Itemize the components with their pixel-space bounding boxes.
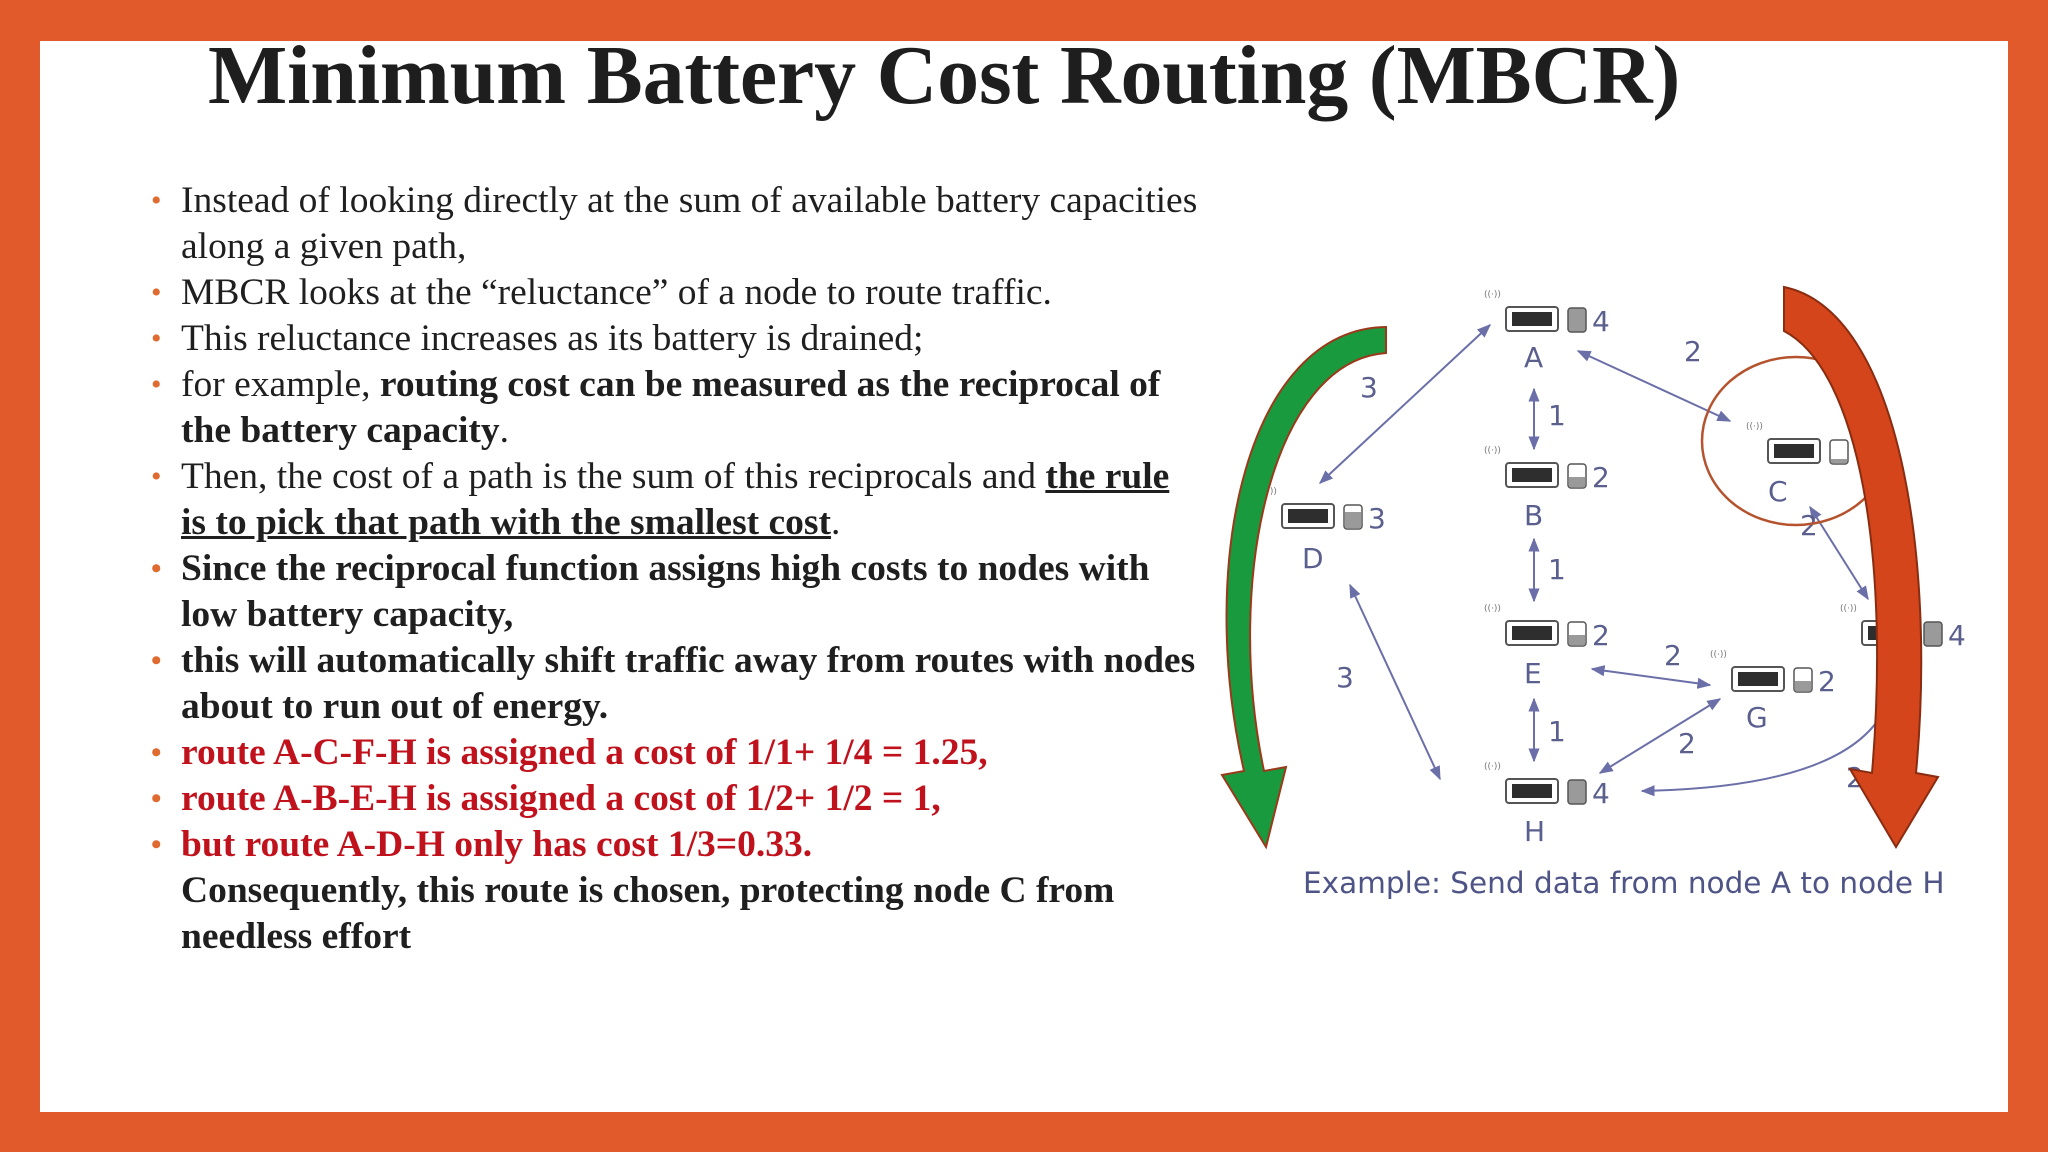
node-B-battery: 2 [1592, 461, 1610, 494]
bullet-text: MBCR looks at the “reluctance” of a node… [181, 272, 1052, 313]
bullet-text: Since the reciprocal function assigns hi… [181, 548, 1150, 635]
wifi-icon: ((·)) [1840, 604, 1857, 614]
bullet-item: • Instead of looking directly at the sum … [151, 178, 1201, 270]
bullet-item: • MBCR looks at the “reluctance” of a nod… [151, 270, 1201, 316]
bullet-icon: • [151, 276, 162, 309]
slide-title: Minimum Battery Cost Routing (MBCR) [208, 41, 1681, 122]
node-F-battery: 4 [1948, 619, 1966, 652]
battery-icon [1829, 439, 1849, 465]
node-D-label: D [1302, 542, 1324, 575]
bullet-icon: • [151, 736, 162, 769]
edge-lines [1318, 324, 1892, 797]
battery-icon [1923, 621, 1943, 647]
node-D: ((·)) 3 D [1260, 487, 1386, 575]
node-H-battery: 4 [1592, 777, 1610, 810]
bullet-icon: • [151, 552, 162, 585]
bullet-item: • route A-B-E-H is assigned a cost of 1/… [151, 776, 1201, 822]
weight-a-c: 2 [1684, 335, 1702, 368]
weight-a-b: 1 [1548, 399, 1566, 432]
node-A-label: A [1524, 341, 1543, 374]
weight-g-h: 2 [1678, 727, 1696, 760]
node-H-label: H [1524, 815, 1545, 848]
bullet-icon: • [151, 828, 162, 861]
diagram-caption: Example: Send data from node A to node H [1303, 866, 1945, 900]
node-B: ((·)) 2 B [1484, 446, 1610, 532]
node-A-battery: 4 [1592, 305, 1610, 338]
wifi-icon: ((·)) [1484, 446, 1501, 456]
node-E-label: E [1524, 657, 1542, 690]
bullet-item: • route A-C-F-H is assigned a cost of 1/1… [151, 730, 1201, 776]
node-G-battery: 2 [1818, 665, 1836, 698]
bullet-item: • this will automatically shift traffic a… [151, 638, 1201, 730]
wifi-icon: ((·)) [1484, 604, 1501, 614]
bullet-emphasis: the rule is to pick that path with the s… [181, 456, 1170, 543]
bullet-icon: • [151, 782, 162, 815]
bullet-text: route A-C-F-H is assigned a cost of 1/1+… [181, 732, 988, 773]
wifi-icon: ((·)) [1484, 762, 1501, 772]
bullet-text: but route A-D-H only has cost 1/3=0.33. [181, 824, 813, 865]
weight-b-e: 1 [1548, 553, 1566, 586]
bullet-item: • for example, routing cost can be measu… [151, 362, 1201, 454]
node-B-label: B [1524, 499, 1543, 532]
edge-g-h [1598, 698, 1722, 774]
bullet-icon: • [151, 322, 162, 355]
node-E-battery: 2 [1592, 619, 1610, 652]
bullet-text: this will automatically shift traffic aw… [181, 640, 1196, 727]
edge-a-d [1318, 324, 1492, 484]
slide: Minimum Battery Cost Routing (MBCR) • Ins… [40, 41, 2008, 1112]
bullet-item: •Consequently, this route is chosen, pro… [181, 868, 1201, 960]
bullet-item: • but route A-D-H only has cost 1/3=0.33… [151, 822, 1201, 868]
bullet-text: This reluctance increases as its battery… [181, 318, 924, 359]
battery-icon [1567, 779, 1587, 805]
bullet-icon: • [151, 184, 162, 217]
battery-icon [1567, 307, 1587, 333]
edge-c-f [1809, 505, 1869, 601]
edge-d-h [1349, 583, 1441, 781]
orange-curved-arrow [1783, 285, 1940, 849]
bullet-text: . [499, 410, 510, 451]
weight-d-h: 3 [1336, 661, 1354, 694]
bullet-item: • Since the reciprocal function assigns h… [151, 546, 1201, 638]
green-curved-arrow [1220, 325, 1387, 850]
node-H: ((·)) 4 H [1484, 762, 1610, 848]
node-G-label: G [1746, 701, 1768, 734]
weight-c-f: 2 [1800, 509, 1818, 542]
bullet-icon: • [151, 368, 162, 401]
wifi-icon: ((·)) [1710, 650, 1727, 660]
bullet-text: Consequently, this route is chosen, prot… [181, 870, 1115, 957]
node-E: ((·)) 2 E [1484, 604, 1610, 690]
bullet-text: Then, the cost of a path is the sum of t… [181, 456, 1046, 497]
bullet-text: Instead of looking directly at the sum o… [181, 180, 1198, 267]
bullet-icon: • [151, 460, 162, 493]
node-C: ((·)) 1 C [1746, 422, 1872, 508]
weight-e-g: 2 [1664, 639, 1682, 672]
bullet-emphasis: routing cost can be measured as the reci… [181, 364, 1161, 451]
weight-a-d: 3 [1360, 371, 1378, 404]
bullet-icon: • [151, 644, 162, 677]
bullet-list: • Instead of looking directly at the sum … [151, 178, 1201, 960]
bullet-item: • This reluctance increases as its batter… [151, 316, 1201, 362]
wifi-icon: ((·)) [1746, 422, 1763, 432]
edge-e-g [1590, 665, 1712, 689]
node-D-battery: 3 [1368, 502, 1386, 535]
bullet-item: • Then, the cost of a path is the sum of … [151, 454, 1201, 546]
node-A: ((·)) 4 A [1484, 290, 1610, 374]
wifi-icon: ((·)) [1484, 290, 1501, 300]
weight-e-h: 1 [1548, 715, 1566, 748]
node-G: ((·)) 2 G [1710, 650, 1836, 734]
edge-a-c [1576, 350, 1732, 422]
bullet-text: route A-B-E-H is assigned a cost of 1/2+… [181, 778, 941, 819]
bullet-text: . [831, 502, 841, 543]
node-C-label: C [1768, 475, 1788, 508]
bullet-text: for example, [181, 364, 380, 405]
network-diagram: 3 1 2 1 2 3 2 1 2 2 ((·)) 4 A ((·)) [1220, 285, 1966, 900]
